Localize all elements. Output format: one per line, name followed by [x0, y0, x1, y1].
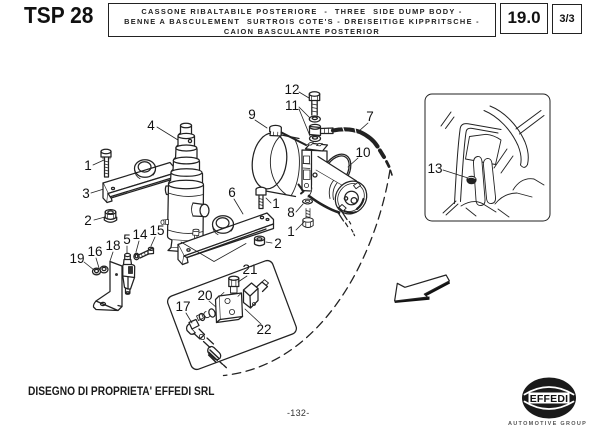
- svg-text:6: 6: [228, 185, 236, 200]
- svg-text:2: 2: [84, 213, 92, 228]
- svg-text:7: 7: [366, 109, 374, 124]
- svg-text:EFFEDI: EFFEDI: [530, 393, 569, 405]
- svg-text:9: 9: [248, 107, 256, 122]
- svg-text:1: 1: [84, 158, 92, 173]
- svg-text:2: 2: [274, 236, 282, 251]
- svg-text:8: 8: [287, 205, 295, 220]
- svg-text:20: 20: [197, 288, 212, 303]
- svg-text:4: 4: [147, 118, 155, 133]
- svg-text:19: 19: [69, 251, 84, 266]
- svg-text:17: 17: [175, 299, 190, 314]
- svg-text:15: 15: [149, 223, 164, 238]
- svg-text:18: 18: [105, 238, 120, 253]
- svg-text:11: 11: [285, 98, 299, 113]
- svg-text:10: 10: [355, 145, 370, 160]
- svg-text:1: 1: [272, 196, 280, 211]
- svg-text:5: 5: [123, 232, 131, 247]
- svg-text:1: 1: [287, 224, 295, 239]
- svg-text:14: 14: [132, 227, 148, 242]
- svg-text:12: 12: [284, 82, 299, 97]
- svg-text:13: 13: [427, 161, 442, 176]
- svg-text:22: 22: [256, 322, 271, 337]
- svg-text:16: 16: [87, 244, 102, 259]
- svg-text:3: 3: [82, 186, 90, 201]
